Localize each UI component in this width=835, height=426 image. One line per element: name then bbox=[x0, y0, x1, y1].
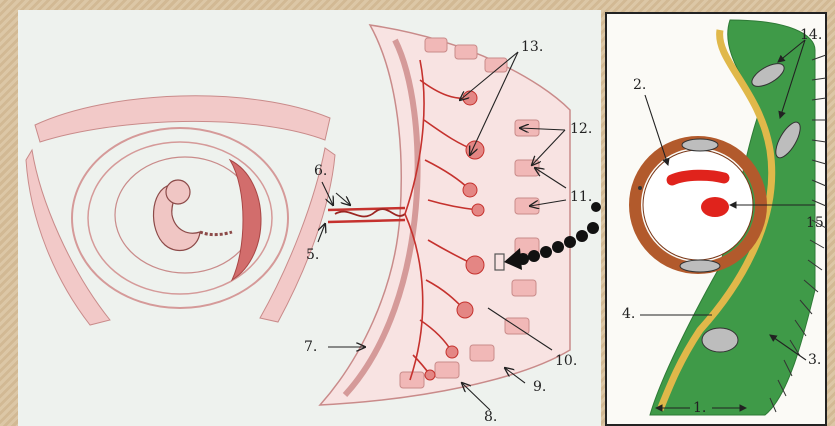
label-8: 8. bbox=[484, 410, 497, 424]
label-12: 12. bbox=[570, 122, 592, 136]
label-5: 5. bbox=[306, 248, 319, 262]
villus-detail-sketch bbox=[635, 20, 826, 415]
label-6: 6. bbox=[314, 164, 327, 178]
label-7: 7. bbox=[304, 340, 317, 354]
label-14: 14. bbox=[800, 28, 822, 42]
label-2: 2. bbox=[633, 78, 646, 92]
label-4: 4. bbox=[622, 307, 635, 321]
label-15: 15. bbox=[806, 216, 828, 230]
label-3: 3. bbox=[808, 353, 821, 367]
label-10: 10. bbox=[555, 354, 577, 368]
uterus-sketch bbox=[26, 96, 335, 325]
label-9: 9. bbox=[533, 380, 546, 394]
label-11: 11. bbox=[570, 190, 592, 204]
label-13: 13. bbox=[521, 40, 543, 54]
label-1: 1. bbox=[693, 401, 706, 415]
placenta-section bbox=[320, 25, 570, 405]
